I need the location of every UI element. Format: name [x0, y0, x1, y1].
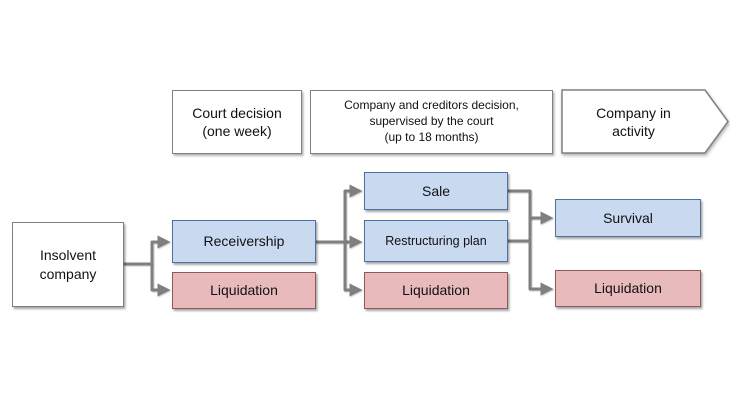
connector-insolvent-to-liquidation: [150, 264, 171, 297]
node-receivership-label: Receivership: [203, 233, 285, 250]
node-liquidation-stage3: Liquidation: [555, 270, 701, 307]
node-insolvent-company: Insolvent company: [12, 222, 124, 307]
node-receivership: Receivership: [172, 220, 316, 263]
node-insolvent-line2: company: [39, 265, 97, 282]
header-activity-line2: activity: [612, 123, 655, 139]
header-creditors-line3: (up to 18 months): [384, 129, 479, 144]
header-creditors-decision: Company and creditors decision, supervis…: [310, 90, 553, 154]
node-liquidation-stage1: Liquidation: [172, 272, 316, 309]
node-survival: Survival: [555, 199, 701, 237]
node-sale-label: Sale: [421, 182, 451, 199]
connector-receivership-to-liquidation2: [343, 242, 363, 297]
node-liquidation-stage2: Liquidation: [364, 272, 508, 309]
node-liquidation1-label: Liquidation: [210, 282, 278, 299]
node-restructuring-plan: Restructuring plan: [364, 220, 508, 262]
connector-sale-to-trunk: [508, 189, 554, 225]
node-liquidation2-label: Liquidation: [402, 282, 470, 299]
header-court-line1: Court decision: [192, 104, 282, 121]
node-liquidation3-label: Liquidation: [594, 280, 662, 297]
header-court-line2: (one week): [202, 123, 272, 139]
header-court-decision: Court decision (one week): [172, 90, 302, 154]
node-insolvent-line1: Insolvent: [39, 246, 97, 263]
header-creditors-line2: supervised by the court: [369, 114, 494, 129]
connector-trunk-to-liquidation3: [528, 218, 554, 296]
connector-insolvent-to-receivership: [124, 235, 171, 266]
header-creditors-line1: Company and creditors decision,: [344, 98, 519, 113]
node-sale: Sale: [364, 172, 508, 210]
connector-receivership-to-sale: [343, 184, 363, 242]
header-activity-line1: Company in: [596, 104, 671, 121]
node-restructuring-label: Restructuring plan: [385, 233, 487, 248]
node-survival-label: Survival: [603, 209, 653, 226]
header-company-in-activity: Company in activity: [562, 90, 705, 154]
